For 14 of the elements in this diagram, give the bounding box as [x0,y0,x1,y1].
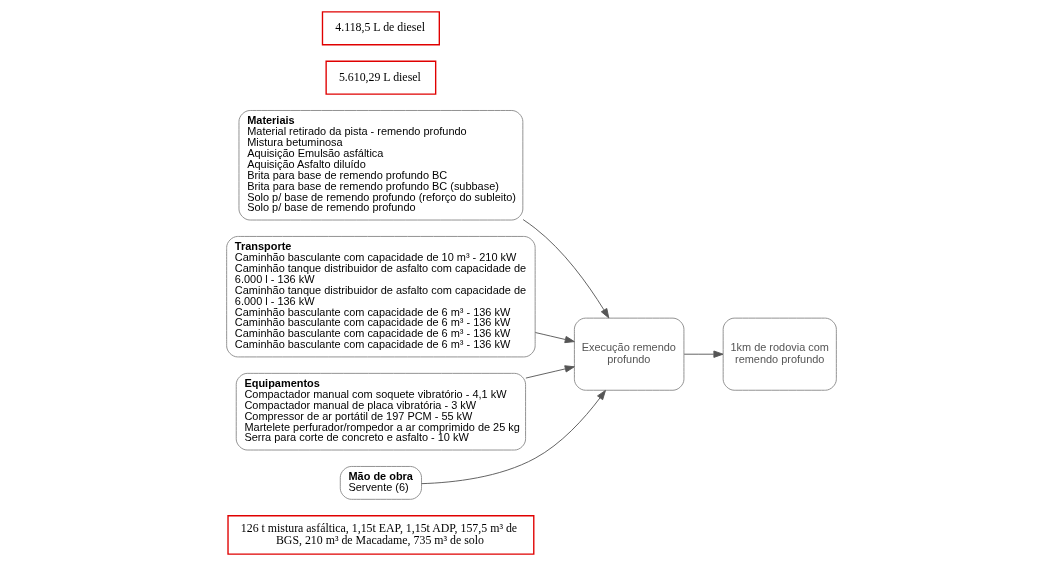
arrow [522,219,610,319]
node-box: Execução remendo profundo [573,317,685,391]
arrow [534,332,575,344]
arrow [421,389,606,485]
arrow [525,365,575,379]
node-box: 5.610,29 L diesel [325,60,437,95]
node-box: Mão de obra Servente (6) [339,466,422,500]
node-box: Materiais Material retirado da pista - remendo profundo Mistura betuminosa Aquisição Emulsão asfáltica Aquisição Asfalto diluído Brita para base de remendo profundo BC Brita para base de remendo profundo BC (subbase) Solo p/ base de remendo profundo (reforço do subleito) Solo p/ base de remendo profundo [238,110,524,221]
node-box: 4.118,5 L de diesel [321,11,440,46]
node-box: Transporte Caminhão basculante com capacidade de 10 m³ - 210 kW Caminhão tanque distribuidor de asfalto com capacidade de 6.000 l - 136 kW Caminhão tanque distribuidor de asfalto com capacidade de 6.000 l - 136 kW Caminhão basculante com capacidade de 6 m³ - 136 kW Caminhão basculante com capacidade de 6 m³ - 136 kW Caminhão basculante com capacidade de 6 m³ - 136 kW Caminhão basculante com capacidade de 6 m³ - 136 kW [226,236,536,358]
node-box: 1km de rodovia com remendo profundo [722,317,837,391]
node-box: 126 t mistura asfáltica, 1,15t EAP, 1,15t ADP, 157,5 m³ de BGS, 210 m³ de Macadame, 735 m³ de solo [227,515,535,555]
arrow [683,350,724,358]
node-box: Equipamentos Compactador manual com soquete vibratório - 4,1 kW Compactador manual de placa vibratória - 3 kW Compressor de ar portátil de 197 PCM - 55 kW Martelete perfurador/rompedor a ar comprimido de 25 kg Serra para corte de concreto e asfalto - 10 kW [235,372,527,451]
